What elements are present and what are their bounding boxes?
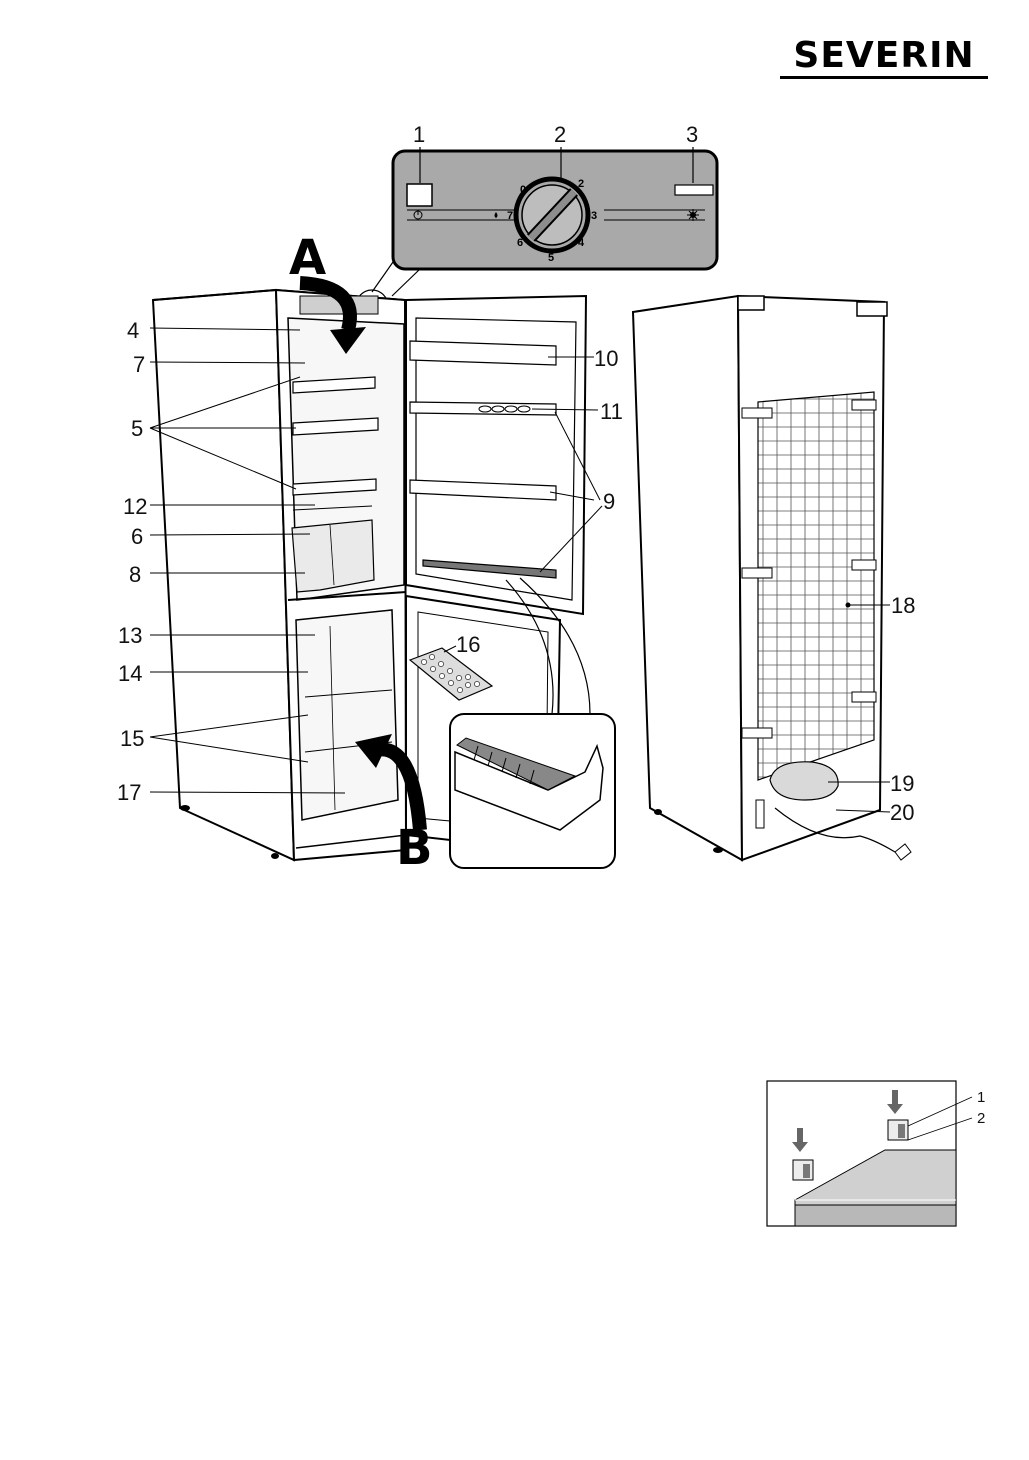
- callout-label: 18: [891, 593, 915, 618]
- spacer-block: [888, 1120, 908, 1140]
- callout-label: 20: [890, 800, 914, 825]
- dial-number: 4: [578, 237, 585, 249]
- callout-label: 5: [131, 416, 143, 441]
- panel-callout: 1: [413, 122, 425, 147]
- callout-label: 14: [118, 661, 142, 686]
- panel-callout: 3: [686, 122, 698, 147]
- arrow-b-label: B: [396, 820, 433, 876]
- callout-label: 15: [120, 726, 144, 751]
- dial-number: 6: [517, 237, 523, 249]
- compressor: [770, 762, 838, 800]
- fridge-door: [406, 296, 586, 614]
- dial-number: 2: [578, 178, 584, 190]
- inset-callout: 2: [977, 1110, 985, 1127]
- callout-label: 17: [117, 780, 141, 805]
- callout-label: 8: [129, 562, 141, 587]
- indicator-light: [675, 185, 713, 195]
- callout-label: 4: [127, 318, 139, 343]
- spacer-block: [793, 1160, 813, 1180]
- callout-label: 19: [890, 771, 914, 796]
- arrow-a-label: A: [289, 230, 326, 286]
- dial-number: 7: [507, 210, 513, 222]
- spacer-inset: 1 2: [767, 1081, 985, 1226]
- callout-label: 13: [118, 623, 142, 648]
- inset-callout: 1: [977, 1089, 985, 1106]
- callout-label: 6: [131, 524, 143, 549]
- callout-label: 7: [133, 352, 145, 377]
- dial-number: 5: [548, 252, 554, 264]
- callout-label: 9: [603, 489, 615, 514]
- callout-label: 10: [594, 346, 618, 371]
- callout-label: 16: [456, 632, 480, 657]
- dial-number: 0: [520, 184, 526, 196]
- dial-number: 3: [591, 210, 597, 222]
- control-panel: 0 2 3 4 5 6 7 1 2 3: [393, 122, 717, 269]
- fridge-front-view: [153, 290, 406, 860]
- panel-callout: 2: [554, 122, 566, 147]
- callout-label: 12: [123, 494, 147, 519]
- power-switch: [407, 184, 432, 206]
- callout-label: 11: [600, 399, 623, 424]
- fridge-back-view: [633, 296, 911, 860]
